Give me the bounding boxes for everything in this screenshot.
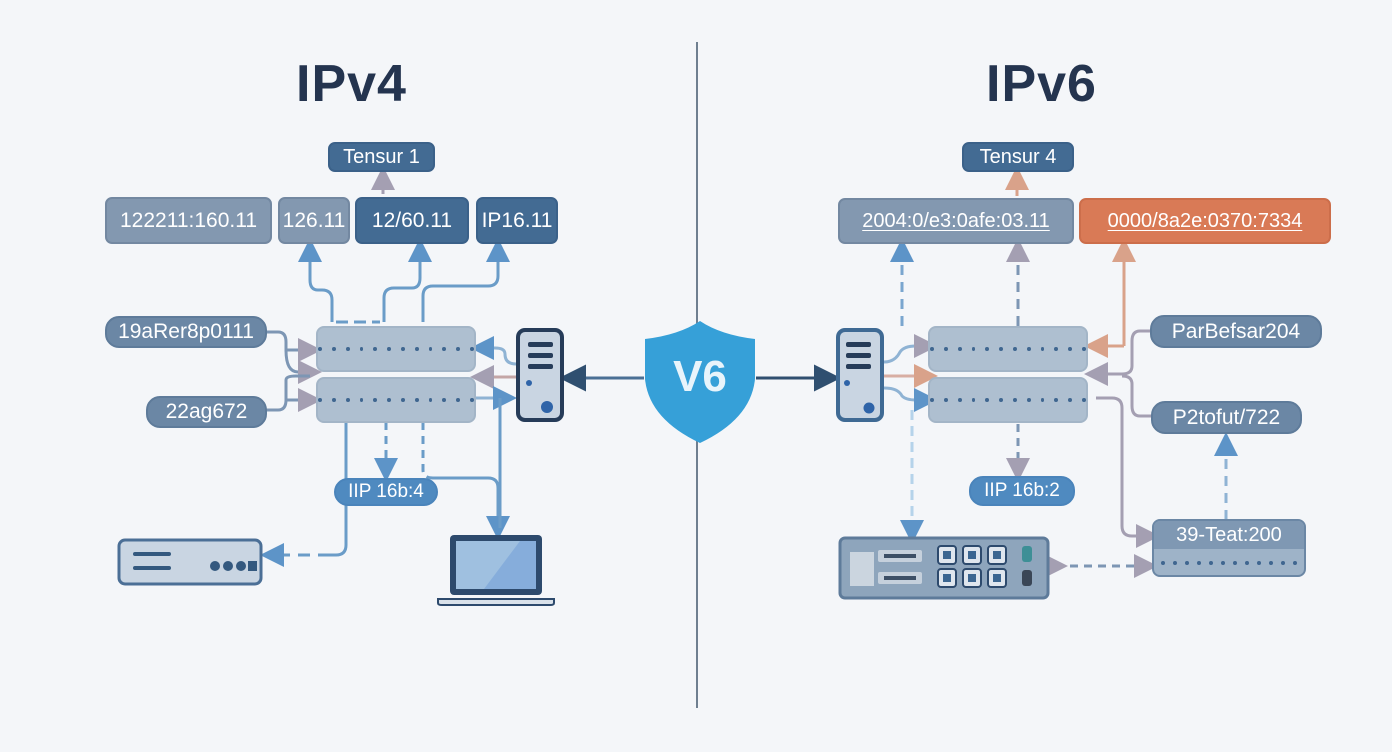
wire bbox=[421, 422, 510, 540]
shield-badge-label: V6 bbox=[673, 352, 727, 401]
ipv4-address-box: IP16.11 bbox=[476, 197, 558, 244]
ipv6-switch-panel: 39-Teat:200 bbox=[1152, 519, 1306, 577]
wire bbox=[270, 422, 348, 557]
wire bbox=[266, 374, 310, 412]
ipv4-side-label: 19aRer8p0111 bbox=[105, 316, 267, 348]
wire bbox=[298, 238, 334, 322]
ipv6-switch-bottom bbox=[928, 377, 1088, 423]
wire bbox=[1084, 329, 1154, 386]
switch-panel-label: 39-Teat:200 bbox=[1154, 521, 1304, 549]
ipv4-address-box: 12/60.11 bbox=[355, 197, 469, 244]
ipv6-side-label: P2tofut/722 bbox=[1151, 401, 1302, 434]
router-icon bbox=[117, 538, 263, 586]
ipv6-title: IPv6 bbox=[986, 55, 1097, 113]
ipv4-switch-top bbox=[316, 326, 476, 372]
wire bbox=[1096, 396, 1160, 548]
ipv4-title: IPv4 bbox=[296, 55, 407, 113]
ipv4-bottom-label: IIP 16b:4 bbox=[334, 478, 438, 506]
ipv6-shield-badge bbox=[645, 321, 755, 443]
wire bbox=[883, 386, 938, 412]
ipv6-address-box: 2004:0/e3:0afe:03.11 bbox=[838, 198, 1074, 244]
ipv6-address-box-highlighted: 0000/8a2e:0370:7334 bbox=[1079, 198, 1331, 244]
ipv6-switch-top bbox=[928, 326, 1088, 372]
wire bbox=[284, 349, 322, 384]
wire bbox=[382, 238, 432, 322]
wire bbox=[1121, 374, 1154, 418]
ipv6-side-label: ParBefsar204 bbox=[1150, 315, 1322, 348]
server-tower-icon bbox=[836, 328, 884, 422]
ipv4-address-box: 126.11 bbox=[278, 197, 350, 244]
patch-panel-icon bbox=[838, 536, 1050, 600]
ipv6-bottom-label: IIP 16b:2 bbox=[969, 476, 1075, 506]
tensur-1-label: Tensur 1 bbox=[328, 142, 435, 172]
wire bbox=[266, 330, 322, 362]
wire bbox=[470, 336, 517, 366]
server-tower-icon bbox=[516, 328, 564, 422]
ipv4-side-label: 22ag672 bbox=[146, 396, 267, 428]
ipv4-address-box: 122211:160.11 bbox=[105, 197, 272, 244]
tensur-4-label: Tensur 4 bbox=[962, 142, 1074, 172]
laptop-icon bbox=[437, 535, 555, 606]
wire bbox=[883, 334, 938, 364]
ipv4-switch-bottom bbox=[316, 377, 476, 423]
wire bbox=[421, 238, 510, 322]
